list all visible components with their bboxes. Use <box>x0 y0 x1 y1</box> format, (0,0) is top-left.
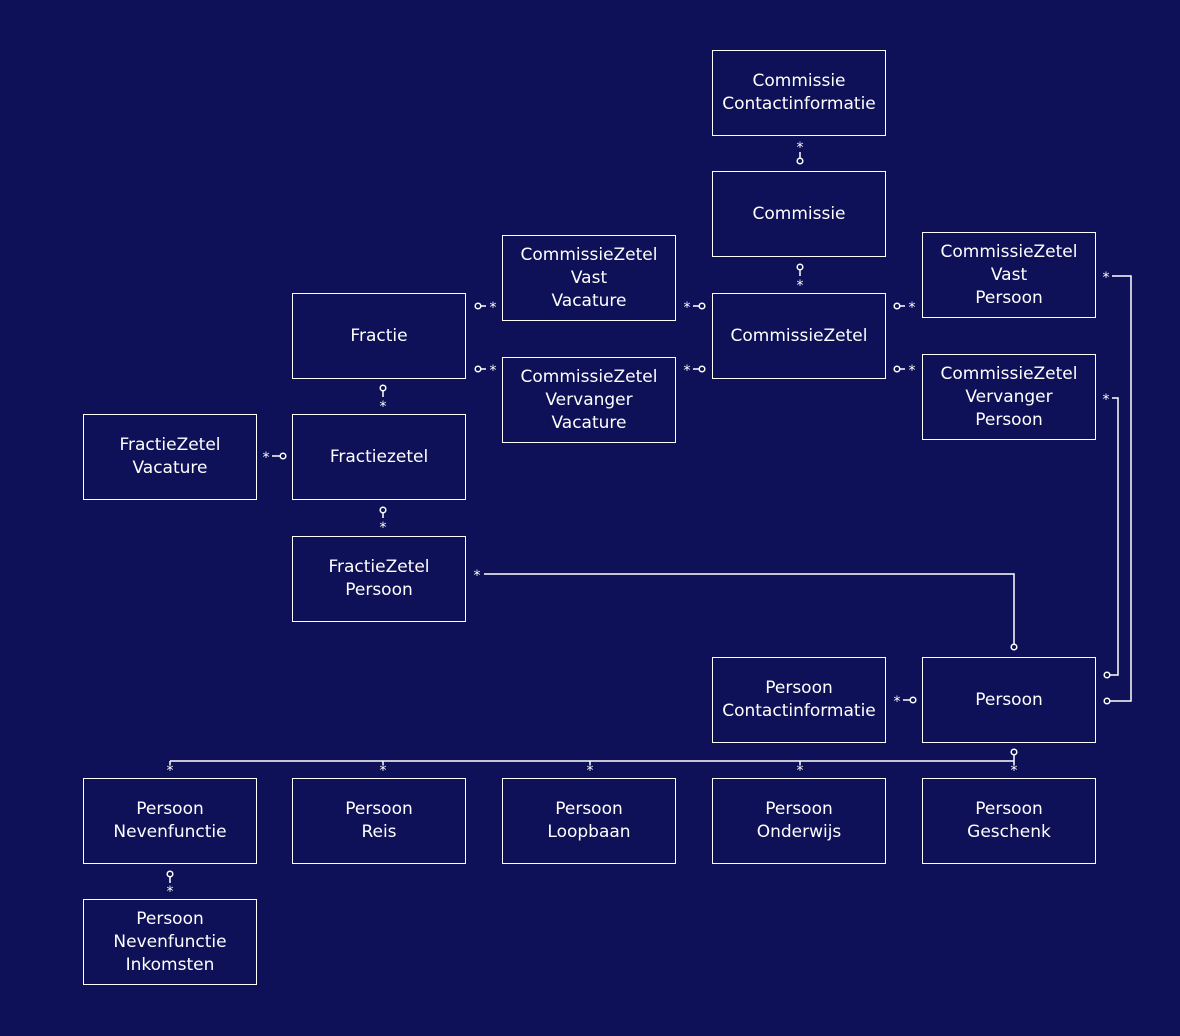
rel-czvep-persoon <box>1110 397 1119 676</box>
rel-cz-czvp-one-end <box>893 302 901 310</box>
entity-fractie[interactable]: Fractie <box>292 293 466 379</box>
rel-fz-fzp-one-end <box>379 506 387 514</box>
card-many: * <box>380 520 387 536</box>
rel-fzp-persoon-one-end <box>1010 643 1018 651</box>
entity-persoon-loopbaan[interactable]: Persoon Loopbaan <box>502 778 676 864</box>
entity-fractiezetel-persoon[interactable]: FractieZetel Persoon <box>292 536 466 622</box>
rel-czvp-persoon-one-end <box>1103 697 1111 705</box>
card-many: * <box>909 300 916 316</box>
card-many: * <box>797 763 804 779</box>
rel-czvp-persoon <box>1110 275 1132 702</box>
card-many: * <box>684 363 691 379</box>
rel-czvep-persoon-one-end <box>1103 671 1111 679</box>
card-many: * <box>894 694 901 710</box>
entity-persoon-reis[interactable]: Persoon Reis <box>292 778 466 864</box>
rel-fzp-persoon <box>484 573 1015 644</box>
rel-fractie-czvv-one-end <box>474 302 482 310</box>
rel-cz-czvep-one-end <box>893 365 901 373</box>
card-many: * <box>1103 270 1110 286</box>
entity-persoon-onderwijs[interactable]: Persoon Onderwijs <box>712 778 886 864</box>
card-many: * <box>380 763 387 779</box>
card-many: * <box>167 763 174 779</box>
card-many: * <box>380 399 387 415</box>
rel-czvv-cz-one-end <box>698 302 706 310</box>
entity-commissiezetel-vast-vacature[interactable]: CommissieZetel Vast Vacature <box>502 235 676 321</box>
card-many: * <box>1103 392 1110 408</box>
entity-persoon-contactinformatie[interactable]: Persoon Contactinformatie <box>712 657 886 743</box>
card-many: * <box>167 884 174 900</box>
entity-fractiezetel-vacature[interactable]: FractieZetel Vacature <box>83 414 257 500</box>
entity-fractiezetel[interactable]: Fractiezetel <box>292 414 466 500</box>
card-many: * <box>490 363 497 379</box>
entity-commissiezetel-vervanger-persoon[interactable]: CommissieZetel Vervanger Persoon <box>922 354 1096 440</box>
card-many: * <box>587 763 594 779</box>
rel-czvvac-cz-one-end <box>698 365 706 373</box>
card-many: * <box>684 300 691 316</box>
card-many: * <box>474 568 481 584</box>
entity-commissie-contactinformatie[interactable]: Commissie Contactinformatie <box>712 50 886 136</box>
card-many: * <box>909 363 916 379</box>
entity-commissiezetel[interactable]: CommissieZetel <box>712 293 886 379</box>
rel-fzv-fz-one-end <box>279 452 287 460</box>
rel-fractie-fractiezetel-one-end <box>379 384 387 392</box>
rel-pci-persoon-one-end <box>909 696 917 704</box>
entity-commissie[interactable]: Commissie <box>712 171 886 257</box>
rel-persoon-details-one-end <box>1010 748 1018 756</box>
entity-persoon[interactable]: Persoon <box>922 657 1096 743</box>
entity-persoon-geschenk[interactable]: Persoon Geschenk <box>922 778 1096 864</box>
entity-persoon-nevenfunctie[interactable]: Persoon Nevenfunctie <box>83 778 257 864</box>
card-many: * <box>490 300 497 316</box>
card-many: * <box>797 140 804 156</box>
entity-commissiezetel-vervanger-vacature[interactable]: CommissieZetel Vervanger Vacature <box>502 357 676 443</box>
card-many: * <box>263 450 270 466</box>
card-many: * <box>1011 763 1018 779</box>
rel-commissie-contactinformatie-one-end <box>796 157 804 165</box>
entity-commissiezetel-vast-persoon[interactable]: CommissieZetel Vast Persoon <box>922 232 1096 318</box>
entity-persoon-nevenfunctie-inkomsten[interactable]: Persoon Nevenfunctie Inkomsten <box>83 899 257 985</box>
card-many: * <box>797 278 804 294</box>
rel-commissie-commissiezetel-one-end <box>796 263 804 271</box>
rel-nevenfunctie-inkomsten-one-end <box>166 870 174 878</box>
rel-fractie-czvvac-one-end <box>474 365 482 373</box>
